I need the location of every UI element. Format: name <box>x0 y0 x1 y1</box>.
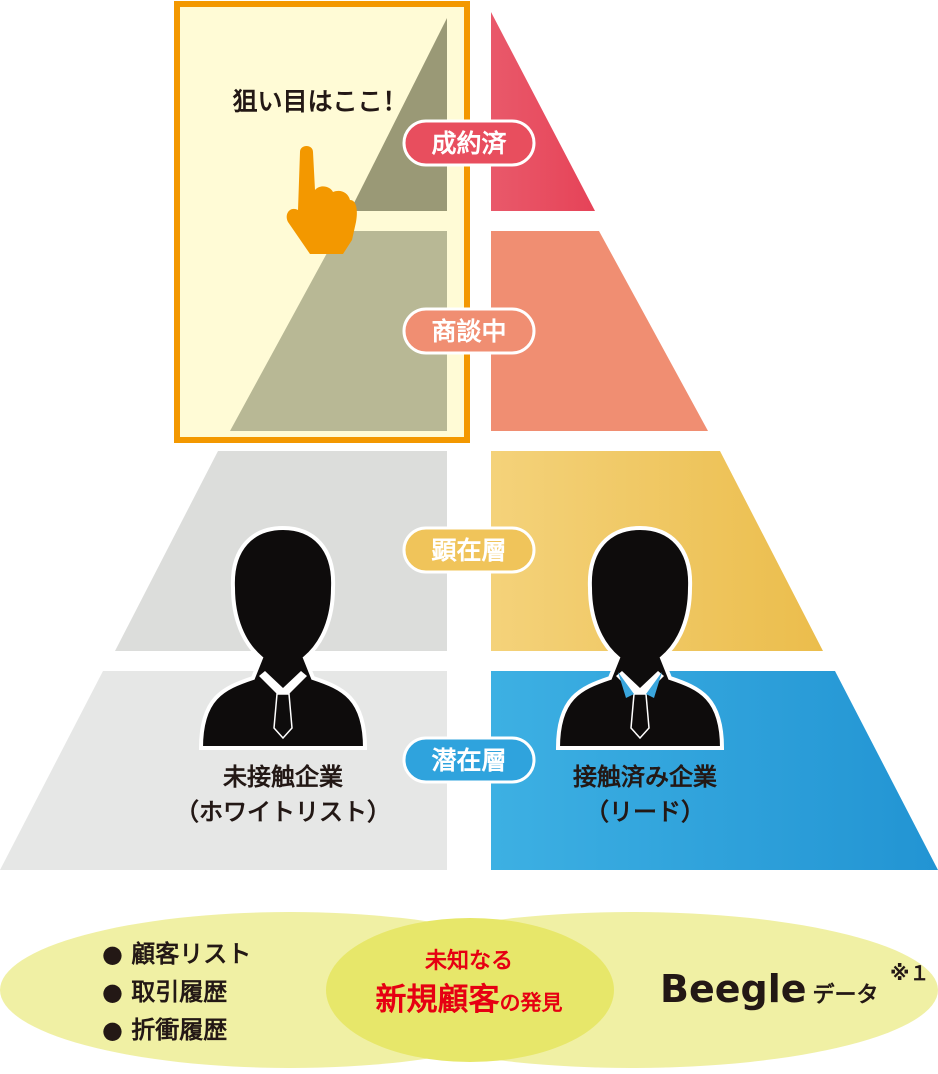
callout-label: 狙い目はここ！ <box>232 87 407 116</box>
left-group-subtitle: （ホワイトリスト） <box>175 798 391 826</box>
right-group-title: 接触済み企業 <box>573 763 717 791</box>
venn-center-line2: 新規顧客の発見 <box>376 982 563 1018</box>
new-customer-text: 新規顧客 <box>376 982 500 1018</box>
venn-left-item: ● 折衝履歴 <box>102 1016 227 1044</box>
venn-left-item: ● 取引履歴 <box>102 978 227 1006</box>
tier-pill-manifest: 顕在層 <box>402 526 536 574</box>
venn-intersection <box>326 918 614 1062</box>
venn-center-line1: 未知なる <box>425 948 513 974</box>
tier-pill-closed: 成約済 <box>402 119 536 167</box>
footnote-marker: ※１ <box>890 961 929 985</box>
right-group-subtitle: （リード） <box>585 798 705 826</box>
tier-pill-negotiating: 商談中 <box>402 307 536 355</box>
left-tier-negotiating <box>230 231 447 431</box>
venn-left-item: ● 顧客リスト <box>102 940 251 968</box>
tier-label: 潜在層 <box>431 746 506 775</box>
left-group-title: 未接触企業 <box>223 763 343 791</box>
businessman-icon-right <box>556 526 724 750</box>
right-tier-closed <box>491 12 595 211</box>
tier-label: 顕在層 <box>431 536 506 565</box>
tier-pill-latent: 潜在層 <box>402 736 536 784</box>
tier-label: 成約済 <box>431 129 507 158</box>
beegle-brand: Beegle <box>660 967 807 1011</box>
right-tier-negotiating <box>491 231 708 431</box>
discovery-text: の発見 <box>500 991 563 1015</box>
pointing-hand-icon <box>286 146 357 254</box>
data-suffix: データ <box>813 982 879 1008</box>
tier-label: 商談中 <box>431 317 506 346</box>
